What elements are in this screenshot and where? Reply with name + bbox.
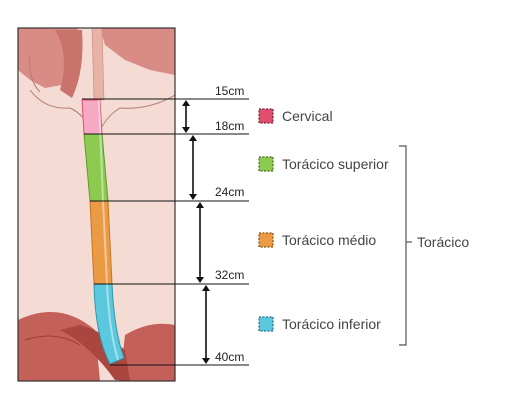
segment-thoracic-middle [89, 200, 113, 285]
legend-label-thoracic-upper: Torácico superior [282, 156, 389, 172]
measurement-lines [82, 98, 249, 366]
arrow-thoracic-middle [196, 202, 204, 283]
legend-swatch-thoracic-middle [258, 232, 274, 248]
segment-arrows [182, 100, 210, 364]
measure-label-32cm: 32cm [215, 268, 244, 282]
measure-label-24cm: 24cm [215, 185, 244, 199]
legend-swatch-thoracic-lower [258, 316, 274, 332]
legend-label-thoracic-lower: Torácico inferior [282, 316, 381, 332]
illustration-frame [17, 27, 176, 382]
legend-swatch-thoracic-upper [258, 156, 274, 172]
legend-label-cervical: Cervical [282, 108, 333, 124]
thoracic-bracket [399, 145, 412, 346]
measure-label-15cm: 15cm [215, 84, 244, 98]
legend: Cervical Torácico superior Torácico médi… [258, 108, 389, 332]
measure-label-40cm: 40cm [215, 350, 244, 364]
arrow-thoracic-lower [202, 285, 210, 364]
legend-label-thoracic-middle: Torácico médio [282, 232, 376, 248]
thoracic-group-label: Torácico [417, 234, 469, 250]
legend-swatch-cervical [258, 108, 274, 124]
arrow-cervical [182, 100, 190, 133]
segment-thoracic-lower [93, 283, 125, 365]
measure-label-18cm: 18cm [215, 119, 244, 133]
anatomy-illustration [18, 28, 175, 381]
arrow-thoracic-upper [189, 135, 197, 200]
